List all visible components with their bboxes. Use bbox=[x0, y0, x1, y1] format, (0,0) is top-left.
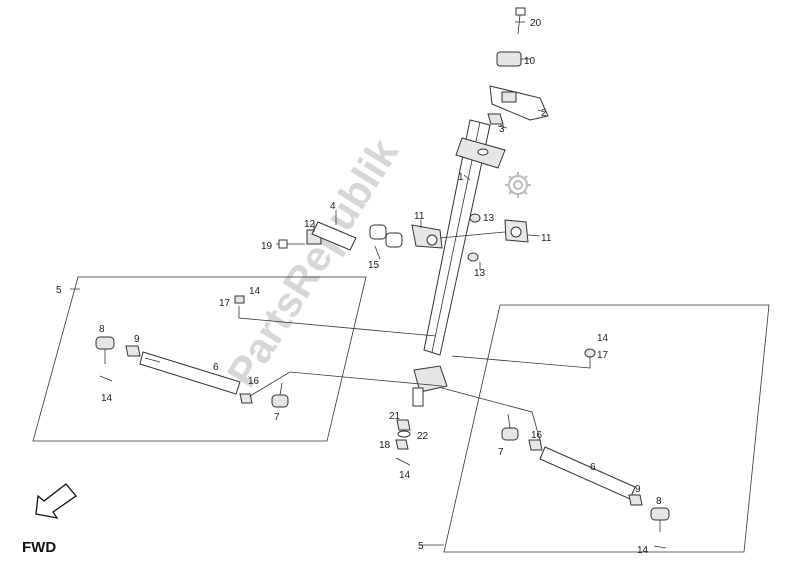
label-22: 22 bbox=[417, 431, 429, 442]
label-7-right: 7 bbox=[498, 447, 504, 458]
label-10: 10 bbox=[524, 56, 536, 67]
bolt-20 bbox=[515, 7, 526, 35]
label-13-bottom: 13 bbox=[474, 268, 486, 279]
pin-14-center bbox=[395, 457, 411, 466]
label-7-left: 7 bbox=[274, 412, 280, 423]
right-nut-9 bbox=[628, 494, 643, 506]
gear-watermark-icon bbox=[505, 172, 531, 198]
label-6-left: 6 bbox=[213, 362, 219, 373]
leader-lines bbox=[70, 21, 591, 546]
label-15: 15 bbox=[368, 260, 380, 271]
left-nut-9 bbox=[125, 345, 141, 357]
washer-13 bbox=[467, 213, 481, 262]
label-11-right: 11 bbox=[541, 233, 552, 244]
handlebar-clamp-2 bbox=[489, 85, 549, 121]
bushing-15 bbox=[369, 224, 403, 248]
label-14-right-bottom: 14 bbox=[637, 545, 649, 556]
label-9-right: 9 bbox=[635, 484, 641, 495]
left-nut-16 bbox=[239, 393, 253, 404]
label-4: 4 bbox=[330, 201, 336, 212]
label-5-left: 5 bbox=[56, 285, 62, 296]
right-ball-joint-8 bbox=[650, 507, 670, 532]
left-tie-rod-6 bbox=[139, 351, 241, 395]
bracket-11-left bbox=[411, 224, 443, 249]
label-14-left-bottom: 14 bbox=[101, 393, 113, 404]
label-16-right: 16 bbox=[531, 430, 543, 441]
washer-22 bbox=[397, 430, 411, 438]
left-tie-rod-panel bbox=[32, 276, 367, 442]
label-16-left: 16 bbox=[248, 376, 260, 387]
right-ball-joint-7 bbox=[501, 413, 519, 441]
label-6-right: 6 bbox=[590, 462, 596, 473]
label-17-left: 17 bbox=[219, 298, 231, 309]
label-20: 20 bbox=[530, 18, 542, 29]
nut-3 bbox=[487, 113, 504, 125]
label-17-right: 17 bbox=[597, 350, 609, 361]
clamp-10 bbox=[496, 51, 522, 67]
label-1: 1 bbox=[458, 172, 464, 183]
label-9-left: 9 bbox=[134, 334, 140, 345]
label-13-top: 13 bbox=[483, 213, 495, 224]
label-8-right: 8 bbox=[656, 496, 662, 507]
right-tie-rod-6 bbox=[539, 446, 636, 500]
label-2: 2 bbox=[541, 108, 547, 119]
label-12: 12 bbox=[304, 219, 316, 230]
nut-21 bbox=[396, 419, 411, 431]
label-18: 18 bbox=[379, 440, 391, 451]
left-pin-17 bbox=[234, 295, 245, 304]
right-pin-14 bbox=[653, 545, 667, 549]
label-14-right-top: 14 bbox=[597, 333, 609, 344]
right-nut-16 bbox=[528, 439, 543, 451]
fwd-label: FWD bbox=[22, 539, 56, 556]
label-14-left-top: 14 bbox=[249, 286, 261, 297]
left-ball-joint-8 bbox=[95, 336, 115, 364]
label-8-left: 8 bbox=[99, 324, 105, 335]
left-pin-14 bbox=[99, 375, 113, 382]
steering-column bbox=[412, 119, 506, 407]
label-21: 21 bbox=[389, 411, 401, 422]
watermark: PartsRepublik bbox=[218, 130, 408, 395]
left-ball-joint-7 bbox=[271, 382, 289, 408]
label-11-left: 11 bbox=[414, 211, 425, 222]
bracket-11-right bbox=[504, 219, 529, 243]
fwd-arrow-icon bbox=[35, 483, 77, 519]
right-tie-rod-panel bbox=[443, 304, 770, 553]
part-number-labels: 20 10 2 3 1 4 12 19 15 11 13 11 13 5 14 … bbox=[56, 18, 662, 556]
right-pin-17 bbox=[584, 348, 596, 358]
label-5-right: 5 bbox=[418, 541, 424, 552]
label-14-center: 14 bbox=[399, 470, 411, 481]
label-19: 19 bbox=[261, 241, 273, 252]
label-3: 3 bbox=[499, 124, 505, 135]
nut-18 bbox=[395, 439, 409, 450]
